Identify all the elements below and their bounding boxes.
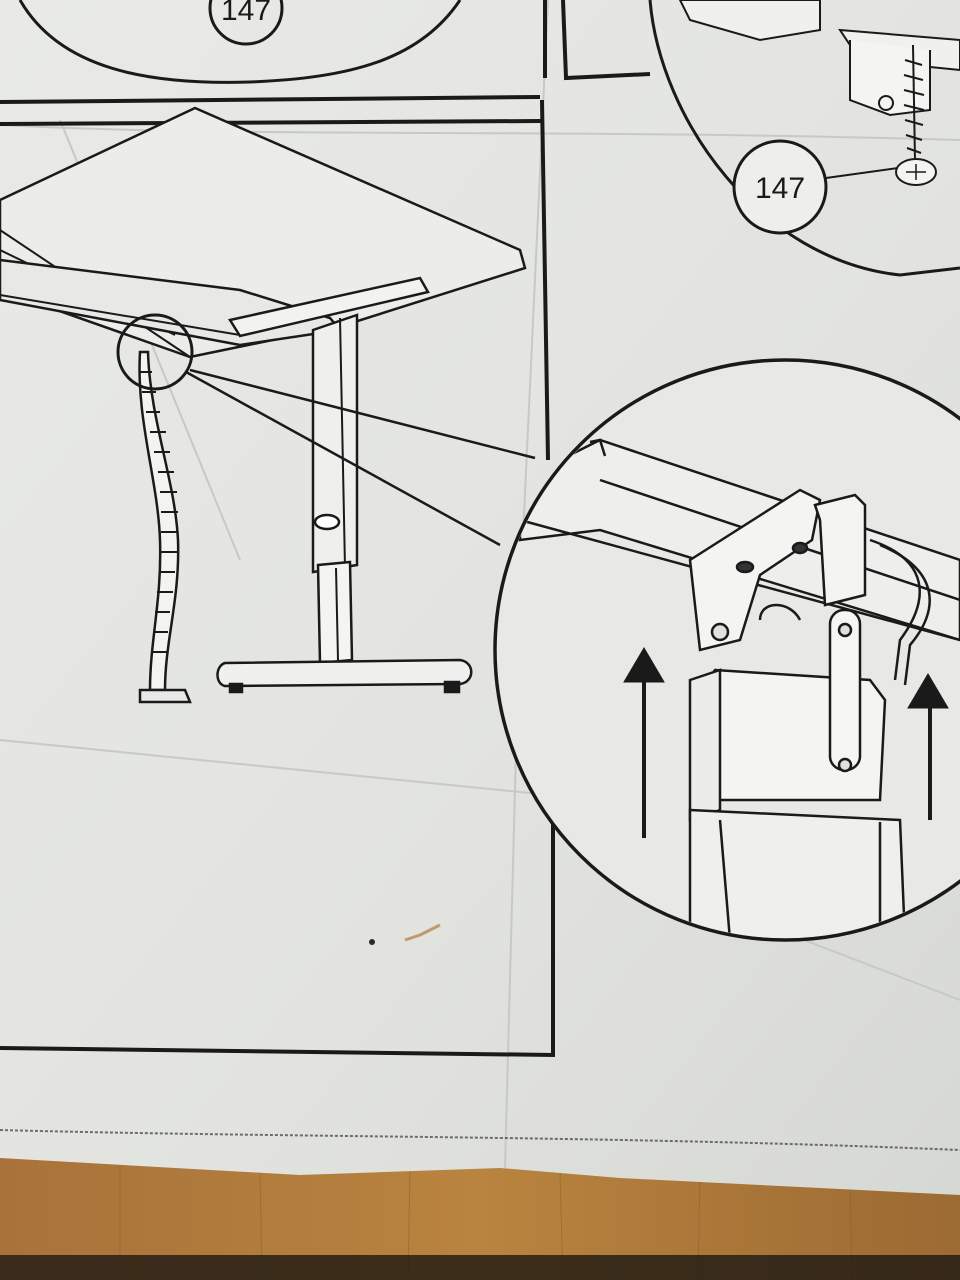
paper-stains	[369, 923, 441, 945]
part-number-label: 147	[221, 0, 271, 27]
detail-callout-cable-clip	[493, 358, 960, 942]
screw-icon	[895, 44, 937, 186]
desk-foot	[216, 658, 473, 688]
desk-leg	[311, 313, 359, 574]
part-number-bubble	[732, 139, 828, 235]
callout-top-right: 147	[648, 0, 960, 277]
cable-spine	[138, 350, 192, 704]
part-number-bubble	[208, 0, 284, 46]
detail-marker-circle	[116, 313, 194, 391]
part-number-label: 147	[755, 172, 805, 205]
leader-lines	[185, 368, 536, 547]
callout-top-left: 147	[18, 0, 462, 84]
desk-illustration	[0, 106, 527, 694]
panel-borders	[0, 0, 651, 1058]
up-arrow-icon	[623, 647, 665, 838]
up-arrow-icon	[907, 673, 949, 820]
